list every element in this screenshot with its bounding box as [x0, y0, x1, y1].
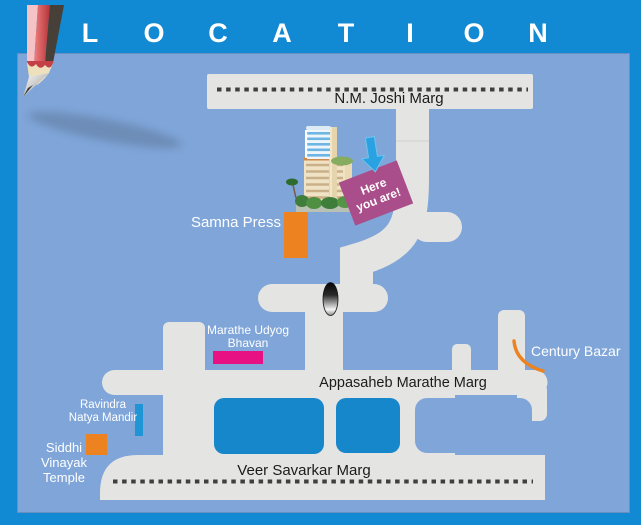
label-century-bazar: Century Bazar: [531, 343, 621, 359]
road-stub-s1: [452, 344, 471, 376]
road-stub-v2: [498, 310, 525, 376]
label-line: Bhavan: [227, 336, 269, 351]
marathe-udyog-marker: [213, 351, 263, 364]
pencil-icon: [23, 5, 64, 97]
title-letter: L: [81, 18, 99, 48]
label-line: Vinayak: [40, 455, 87, 470]
label-samna-press: Samna Press: [190, 214, 281, 231]
title-letter: O: [143, 18, 165, 48]
title-letter: O: [463, 18, 485, 48]
label-marathe-udyog-bhavan: Marathe Udyog Bhavan: [187, 323, 309, 351]
label-ravindra-natya-mandir: Ravindra Natya Mandir: [43, 399, 163, 425]
label-line: Temple: [43, 470, 85, 485]
century-bazar-arc: [512, 339, 545, 373]
title-letter: I: [406, 18, 414, 48]
road-nm-joshi: [207, 74, 533, 109]
building-illustration: [286, 126, 354, 212]
ravindra-marker: [135, 404, 143, 436]
label-siddhi-vinayak-temple: Siddhi Vinayak Temple: [24, 440, 104, 485]
title-letter: N: [528, 18, 548, 48]
siddhi-marker: [86, 434, 107, 455]
map-pocket: [415, 398, 532, 453]
label-line: Ravindra: [79, 399, 127, 411]
road-stub-up-left: [163, 322, 205, 382]
label-line: Natya Mandir: [68, 411, 138, 424]
here-you-are-flag: Here you are!: [338, 160, 414, 226]
city-block-right: [336, 398, 400, 453]
title-letter: A: [272, 18, 292, 48]
label-line: Marathe Udyog: [206, 323, 290, 337]
title-letter: T: [337, 18, 355, 48]
label-nm-joshi-marg: N.M. Joshi Marg: [334, 90, 444, 107]
samna-press-marker: [284, 212, 308, 258]
label-line: Siddhi: [45, 440, 83, 455]
city-block-left: [214, 398, 324, 454]
road-veer-savarkar: [100, 455, 545, 500]
title-letter: C: [208, 18, 228, 48]
pencil-shadow: [28, 111, 182, 149]
here-arrow-icon: [360, 136, 386, 173]
label-appasaheb-marathe-marg: Appasaheb Marathe Marg: [319, 375, 487, 391]
monument-oval: [322, 282, 339, 316]
road-s-curve: [340, 106, 429, 295]
label-veer-savarkar-marg: Veer Savarkar Marg: [237, 462, 371, 479]
